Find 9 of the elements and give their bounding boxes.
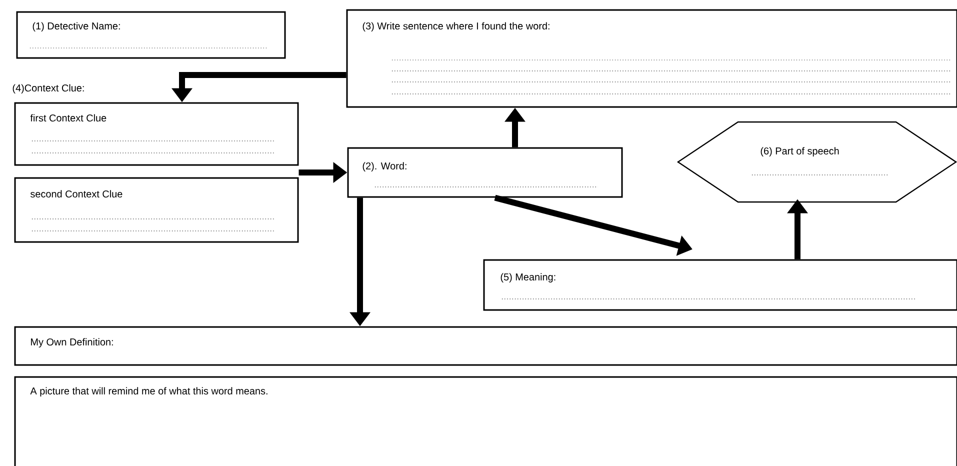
name-box: (1) Detective Name:	[16, 11, 286, 59]
clue-box: first Context Clue	[14, 102, 299, 166]
heading: (4)Context Clue:	[12, 84, 84, 94]
sentence-box: (3) Write sentence where I found the word:	[346, 9, 957, 108]
word-box: (2). Word:	[347, 147, 623, 198]
meaning-box: (5) Meaning:	[483, 259, 957, 311]
picture-box: A picture that will remind me of what this word means.	[14, 376, 957, 466]
definition-box: My Own Definition:	[14, 326, 957, 366]
clue-box: second Context Clue	[14, 177, 299, 243]
